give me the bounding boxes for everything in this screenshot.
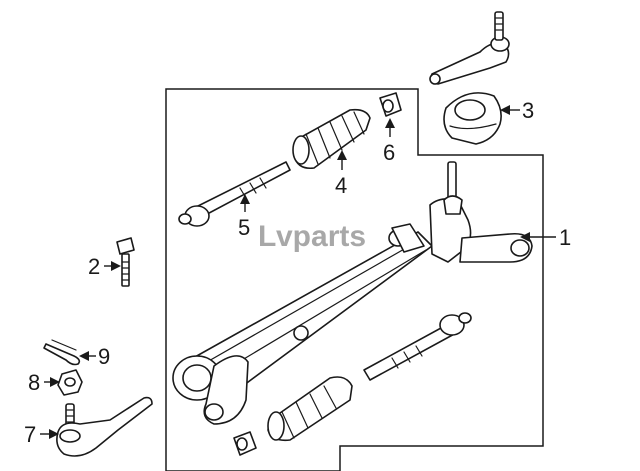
callout-8: 8 [28, 370, 60, 395]
watermark-text: vparts [276, 220, 366, 253]
callout-8-label: 8 [28, 370, 40, 395]
bolt [116, 237, 135, 287]
steering-rack [172, 161, 533, 425]
callout-2-label: 2 [88, 254, 100, 279]
callout-3: 3 [500, 98, 534, 123]
cotter-pin [43, 339, 81, 366]
callout-3-label: 3 [522, 98, 534, 123]
callout-6-label: 6 [383, 140, 395, 165]
boot-upper [292, 108, 371, 170]
assembly-frame [165, 88, 544, 471]
callout-7: 7 [24, 422, 59, 447]
callout-4-label: 4 [335, 173, 347, 198]
callout-5-label: 5 [238, 215, 250, 240]
watermark-logo-letter: L [258, 220, 276, 253]
callout-1-label: 1 [559, 225, 571, 250]
small-bushing-lower [233, 431, 257, 456]
boot-lower [267, 376, 353, 442]
small-bushing-upper [379, 92, 402, 117]
callout-9: 9 [79, 344, 110, 369]
watermark: L vparts [258, 220, 366, 253]
callout-4: 4 [335, 150, 347, 198]
tie-rod-end-lower [56, 396, 153, 457]
callout-1: 1 [520, 225, 571, 250]
tie-rod-end-upper [429, 11, 510, 85]
callout-9-label: 9 [98, 344, 110, 369]
inner-tie-rod-lower [363, 312, 472, 381]
callout-7-label: 7 [24, 422, 36, 447]
callout-6: 6 [383, 118, 395, 165]
castle-nut [57, 369, 83, 396]
mount-bushing [443, 92, 502, 145]
inner-tie-rod-upper [178, 161, 291, 227]
callout-5: 5 [238, 194, 250, 240]
callout-2: 2 [88, 254, 121, 279]
